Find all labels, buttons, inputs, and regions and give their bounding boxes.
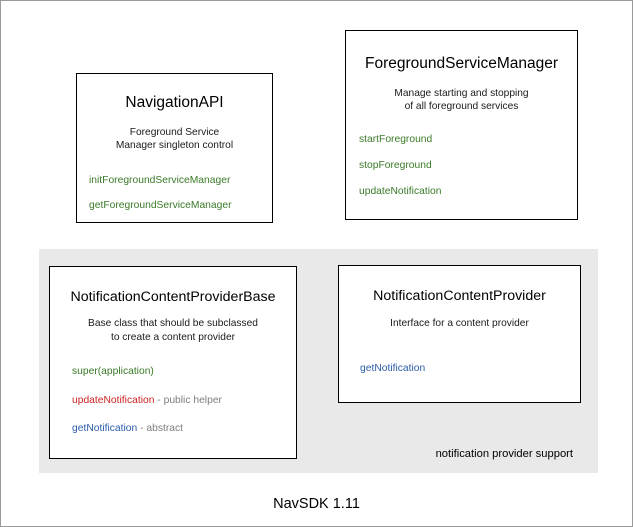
member-name: updateNotification — [72, 394, 155, 406]
member-item[interactable]: super(application) — [72, 366, 296, 378]
member-name: getForegroundServiceManager — [89, 200, 232, 212]
member-item[interactable]: updateNotification — [359, 186, 577, 198]
class-desc-line: to create a content provider — [110, 331, 236, 343]
member-item[interactable]: stopForeground — [359, 160, 577, 172]
member-list-notification-content-provider: getNotification — [360, 363, 580, 375]
member-note: - abstract — [137, 422, 184, 434]
class-desc-foreground-service-manager: Manage starting and stopping of all fore… — [346, 87, 577, 114]
class-desc-navigation-api: Foreground Service Manager singleton con… — [77, 126, 272, 153]
class-title-navigation-api: NavigationAPI — [125, 94, 224, 111]
class-desc-notification-content-provider: Interface for a content provider — [339, 317, 580, 330]
member-name: stopForeground — [359, 160, 432, 172]
class-desc-line: Base class that should be subclassed — [88, 318, 258, 330]
member-item[interactable]: getNotification — [360, 363, 580, 375]
class-desc-line: Interface for a content provider — [390, 318, 529, 330]
member-note: - public helper — [154, 394, 222, 406]
class-box-navigation-api[interactable]: NavigationAPI Foreground Service Manager… — [76, 73, 273, 223]
class-title-notification-content-provider-base: NotificationContentProviderBase — [70, 289, 276, 305]
footer-version-label: NavSDK 1.11 — [273, 496, 360, 512]
member-item[interactable]: updateNotification - public helper — [72, 395, 296, 407]
class-desc-line: Foreground Service — [129, 126, 220, 138]
member-name: startForeground — [359, 133, 433, 145]
class-desc-notification-content-provider-base: Base class that should be subclassed to … — [50, 317, 296, 344]
class-title-notification-content-provider: NotificationContentProvider — [373, 288, 546, 304]
class-box-notification-content-provider[interactable]: NotificationContentProvider Interface fo… — [338, 265, 581, 403]
member-list-notification-content-provider-base: super(application) updateNotification - … — [72, 366, 296, 435]
member-list-foreground-service-manager: startForeground stopForeground updateNot… — [359, 134, 577, 199]
member-name: super(application) — [72, 366, 154, 378]
member-name: initForegroundServiceManager — [89, 174, 231, 186]
class-box-foreground-service-manager[interactable]: ForegroundServiceManager Manage starting… — [345, 30, 578, 220]
member-name: getNotification — [360, 362, 426, 374]
member-name: getNotification — [72, 422, 138, 434]
member-item[interactable]: getForegroundServiceManager — [89, 200, 272, 212]
class-desc-line: Manager singleton control — [115, 140, 234, 152]
panel-caption-notification-provider-support: notification provider support — [435, 448, 573, 460]
class-title-foreground-service-manager: ForegroundServiceManager — [365, 55, 558, 72]
member-item[interactable]: getNotification - abstract — [72, 423, 296, 435]
member-name: updateNotification — [359, 186, 442, 198]
member-list-navigation-api: initForegroundServiceManager getForegrou… — [89, 175, 272, 213]
member-item[interactable]: startForeground — [359, 134, 577, 146]
member-item[interactable]: initForegroundServiceManager — [89, 175, 272, 187]
class-desc-line: of all foreground services — [404, 101, 519, 113]
class-box-notification-content-provider-base[interactable]: NotificationContentProviderBase Base cla… — [49, 266, 297, 459]
class-desc-line: Manage starting and stopping — [394, 87, 529, 99]
